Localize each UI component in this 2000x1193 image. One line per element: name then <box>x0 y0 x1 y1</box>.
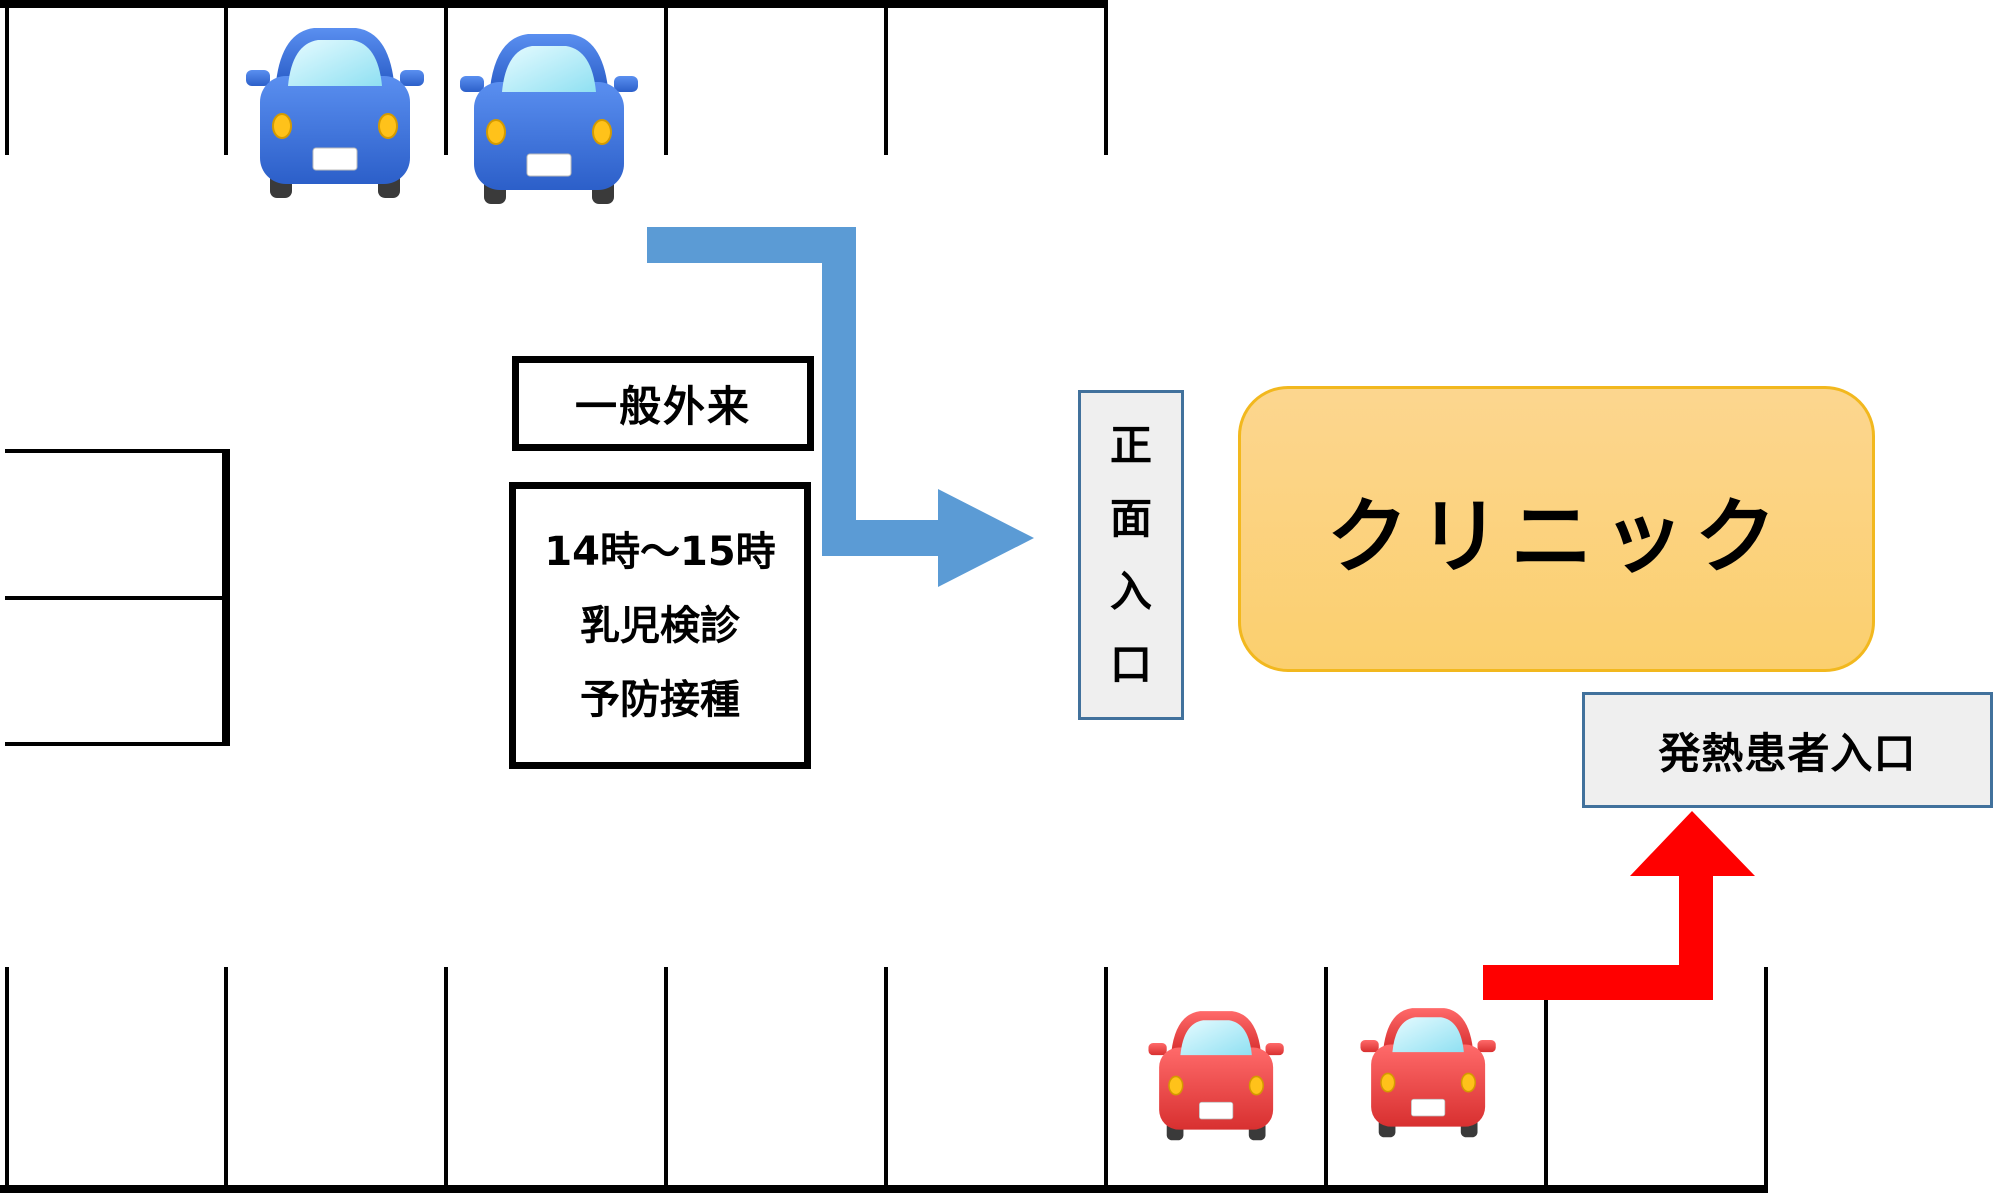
fever-entrance-label: 発熱患者入口 <box>1658 728 1917 778</box>
clinic-building: クリニック <box>1238 386 1875 672</box>
front-entrance: 正 面 入 口 <box>1078 390 1184 720</box>
schedule-checkup: 乳児検診 <box>580 602 740 649</box>
general-outpatient-label: 一般外来 <box>512 356 814 451</box>
front-entrance-char: 正 <box>1109 421 1152 470</box>
front-entrance-char: 面 <box>1109 494 1152 543</box>
schedule-vaccination: 予防接種 <box>580 676 740 723</box>
car-icon <box>1359 1007 1497 1139</box>
parking-lines-top <box>0 0 1108 155</box>
car-icon <box>459 33 639 205</box>
front-entrance-char: 口 <box>1109 640 1152 689</box>
front-entrance-char: 入 <box>1109 567 1152 616</box>
parking-lines-bottom <box>0 967 1768 1193</box>
fever-patient-entrance: 発熱患者入口 <box>1582 692 1993 808</box>
parking-lines-left <box>5 449 230 746</box>
car-icon <box>1147 1010 1285 1142</box>
arrow-icon <box>647 227 1034 587</box>
car-icon <box>245 27 425 199</box>
arrow-icon <box>1483 811 1755 1000</box>
clinic-label: クリニック <box>1326 489 1787 585</box>
schedule-label: 14時～15時 乳児検診 予防接種 <box>509 482 811 769</box>
general-outpatient-text: 一般外来 <box>574 382 751 431</box>
schedule-time: 14時～15時 <box>544 528 776 575</box>
